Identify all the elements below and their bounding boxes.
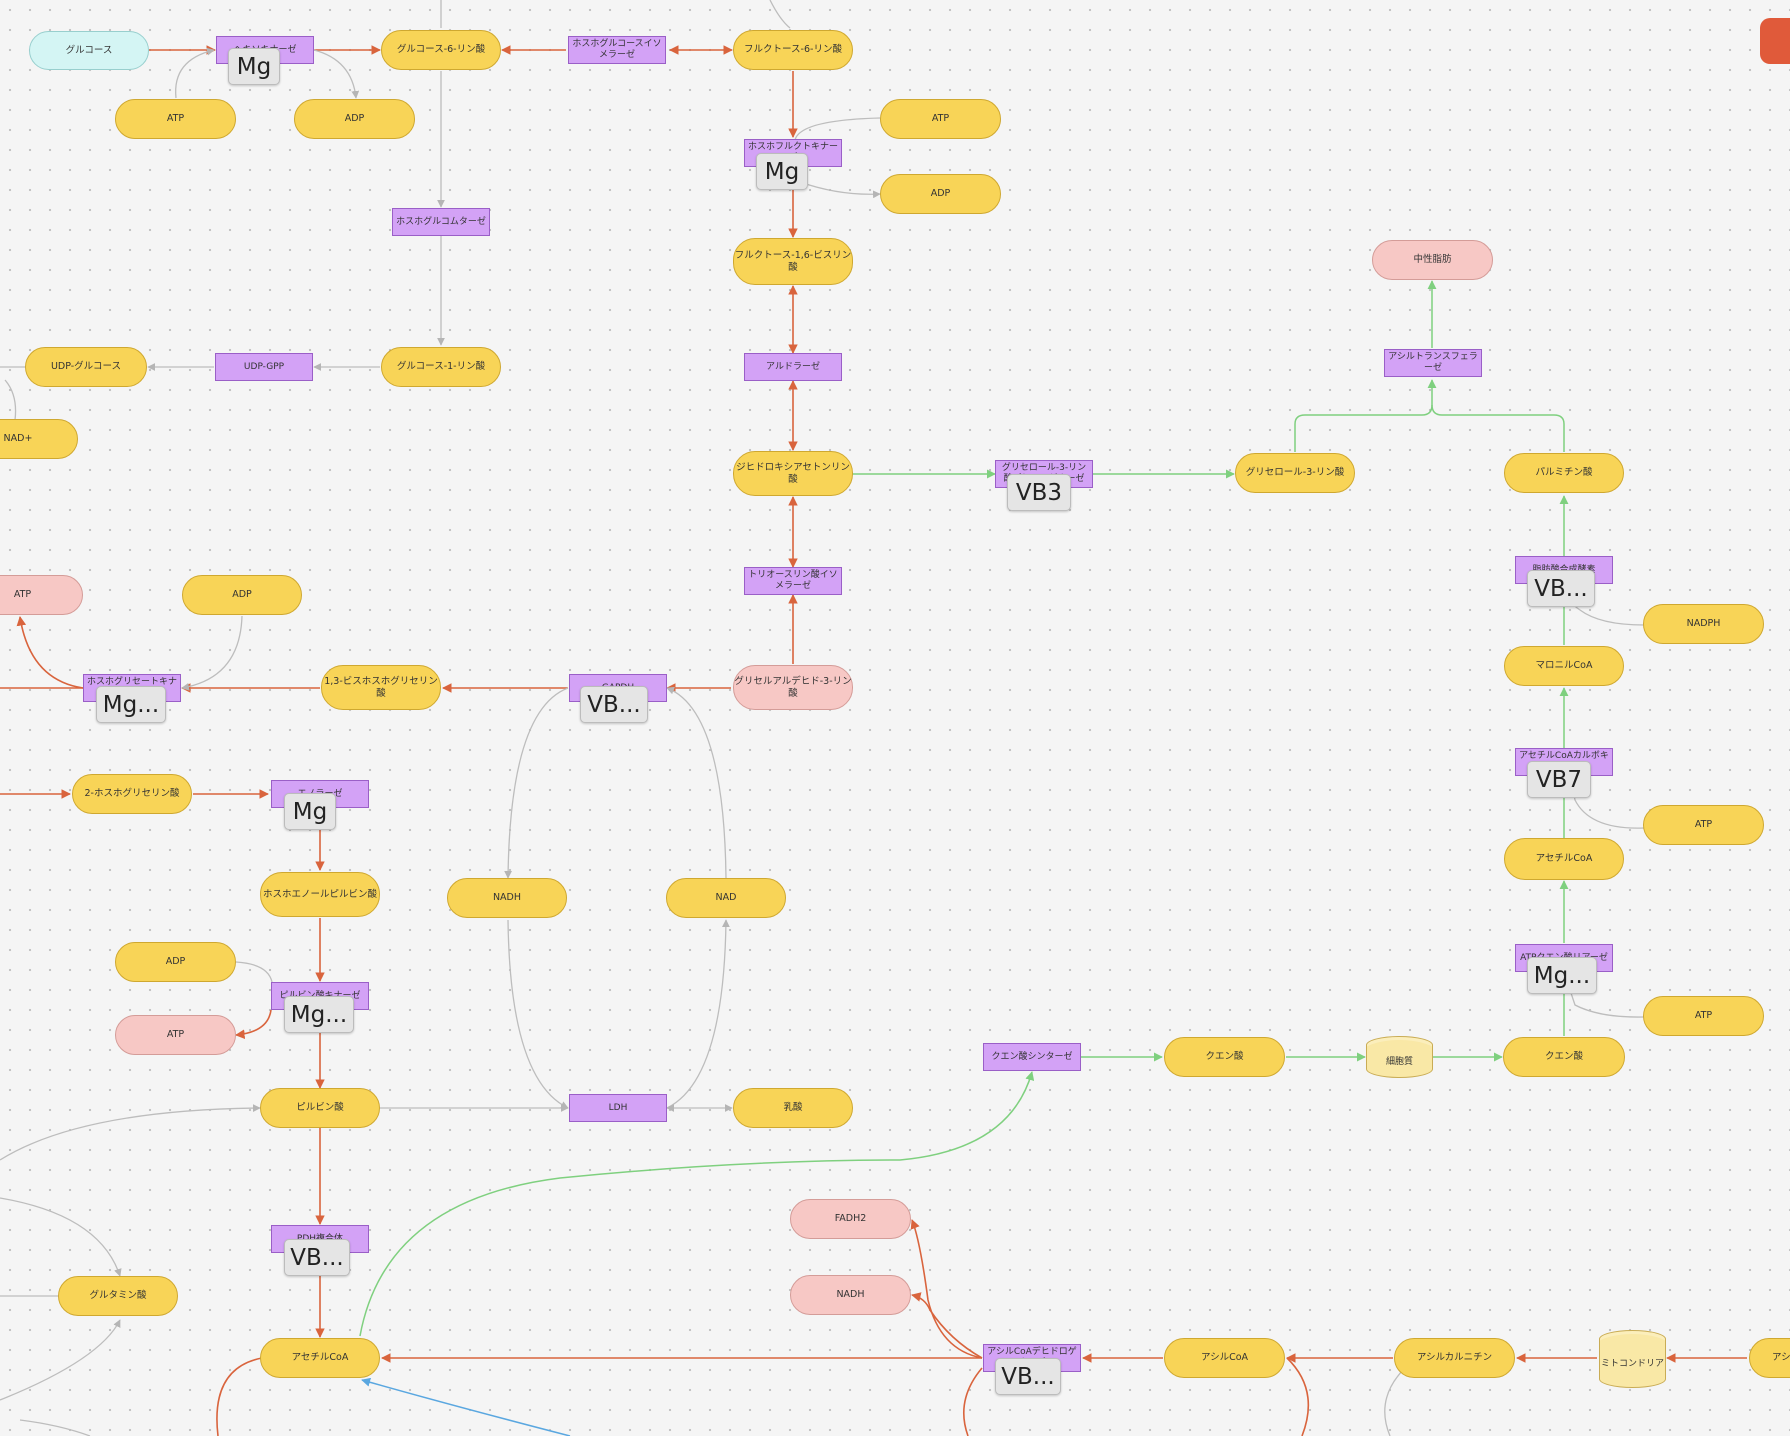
- edge-ldh-nad1: [666, 919, 730, 1109]
- cofactor-badge: Mg: [284, 793, 336, 830]
- node-g6p[interactable]: グルコース-6-リン酸: [381, 30, 501, 70]
- node-accoa-2[interactable]: アセチルCoA: [1504, 838, 1624, 880]
- node-f16bp[interactable]: フルクトース-1,6-ビスリン酸: [733, 238, 853, 285]
- node-udpglc[interactable]: UDP-グルコース: [25, 347, 147, 387]
- node-g1p[interactable]: グルコース-1-リン酸: [381, 347, 501, 387]
- node-adp-2[interactable]: ADP: [880, 174, 1001, 214]
- cofactor-badge: VB...: [1527, 570, 1595, 607]
- node-atp-1[interactable]: ATP: [115, 99, 236, 139]
- node-f6p[interactable]: フルクトース-6-リン酸: [733, 30, 853, 70]
- node-cytosol[interactable]: 細胞質: [1366, 1036, 1433, 1078]
- edge-acylcar-loop: [1384, 1369, 1404, 1436]
- edge-atp2-pfk: [794, 117, 881, 141]
- cofactor-badge: VB3: [1007, 474, 1071, 511]
- node-pgm[interactable]: ホスホグルコムターゼ: [392, 208, 490, 236]
- edge-acad-loop: [962, 1367, 983, 1436]
- edge-accoa-loop: [216, 1357, 263, 1436]
- toolbar-button[interactable]: [1760, 18, 1790, 64]
- node-nadplus[interactable]: NAD+: [0, 419, 78, 459]
- edge-pk-atp: [235, 1009, 272, 1039]
- node-adp-1[interactable]: ADP: [294, 99, 415, 139]
- node-atp-5[interactable]: ATP: [1643, 805, 1764, 845]
- edge-top-f6p: [769, 0, 791, 29]
- cofactor-badge: VB...: [995, 1358, 1061, 1395]
- cofactor-badge: VB7: [1527, 761, 1591, 798]
- node-nadph[interactable]: NADPH: [1643, 604, 1764, 644]
- node-glucose[interactable]: グルコース: [29, 31, 149, 70]
- node-acylcoa[interactable]: アシルCoA: [1164, 1338, 1285, 1378]
- edge-bottom-accoa: [361, 1377, 571, 1436]
- node-lactate[interactable]: 乳酸: [733, 1088, 853, 1128]
- node-gpi[interactable]: ホスホグルコースイソメラーゼ: [568, 36, 666, 64]
- node-palmitate[interactable]: パルミチン酸: [1504, 453, 1624, 493]
- edge-g3p-acyltr: [1294, 379, 1437, 452]
- cofactor-badge: Mg...: [96, 686, 166, 723]
- edge-atp1-hk: [175, 47, 215, 99]
- node-ldh[interactable]: LDH: [569, 1094, 667, 1122]
- node-aldolase[interactable]: アルドラーゼ: [744, 353, 842, 381]
- edge-accoa-cs: [359, 1071, 1035, 1337]
- node-udpgpp[interactable]: UDP-GPP: [215, 353, 313, 381]
- node-gap[interactable]: グリセルアルデヒド-3-リン酸: [733, 665, 853, 710]
- node-nad-1[interactable]: NAD: [666, 878, 786, 918]
- node-nadh-2[interactable]: NADH: [790, 1275, 911, 1315]
- node-dhap[interactable]: ジヒドロキシアセトンリン酸: [733, 451, 853, 496]
- edge-left-pyr: [0, 1104, 261, 1161]
- cofactor-badge: VB...: [580, 686, 648, 723]
- node-tpi[interactable]: トリオースリン酸イソメラーゼ: [744, 567, 842, 595]
- node-tg[interactable]: 中性脂肪: [1372, 240, 1493, 280]
- cofactor-badge: Mg...: [1527, 957, 1597, 994]
- node-malonylcoa[interactable]: マロニルCoA: [1504, 646, 1624, 686]
- node-acyl-edge[interactable]: アシ: [1749, 1338, 1790, 1378]
- node-bpg[interactable]: 1,3-ビスホスホグリセリン酸: [321, 665, 441, 710]
- edge-acad-fadh2: [910, 1219, 983, 1359]
- node-pg2[interactable]: 2-ホスホグリセリン酸: [72, 774, 192, 814]
- cofactor-badge: Mg...: [284, 996, 354, 1033]
- node-citrate-synthase[interactable]: クエン酸シンターゼ: [983, 1043, 1081, 1071]
- node-glutamate[interactable]: グルタミン酸: [58, 1276, 178, 1316]
- node-adp-3[interactable]: ADP: [182, 575, 302, 615]
- edge-acad-nadh: [911, 1292, 983, 1359]
- node-mitochondria[interactable]: ミトコンドリア: [1599, 1330, 1666, 1388]
- edge-hk-adp1: [313, 49, 360, 99]
- edge-pgk-atp: [16, 616, 84, 689]
- edge-bottom-left: [19, 1419, 91, 1436]
- node-pyruvate[interactable]: ピルビン酸: [260, 1088, 380, 1128]
- edge-atp6-acl: [1569, 989, 1645, 1018]
- cofactor-badge: VB...: [284, 1239, 350, 1276]
- cofactor-badge: Mg: [756, 153, 808, 190]
- node-atp-2[interactable]: ATP: [880, 99, 1001, 139]
- edge-adp4-pk: [235, 961, 273, 983]
- edge-pfk-adp2: [799, 181, 881, 199]
- edge-gapdh-nadh1: [504, 687, 569, 879]
- node-acylcarnitine[interactable]: アシルカルニチン: [1394, 1338, 1515, 1378]
- node-atp-4[interactable]: ATP: [115, 1015, 236, 1055]
- edge-acylcoa-loop: [1286, 1357, 1310, 1436]
- node-g3p[interactable]: グリセロール-3-リン酸: [1235, 453, 1355, 493]
- cofactor-badge: Mg: [228, 48, 280, 85]
- node-atp-6[interactable]: ATP: [1643, 996, 1764, 1036]
- node-citrate-1[interactable]: クエン酸: [1164, 1037, 1285, 1077]
- edge-palm-acyltr: [1431, 404, 1565, 452]
- edge-left-nadplus: [4, 379, 17, 421]
- node-fadh2[interactable]: FADH2: [790, 1199, 911, 1239]
- edge-atp5-acc: [1569, 774, 1645, 829]
- node-nadh-1[interactable]: NADH: [447, 878, 567, 918]
- node-atp-3[interactable]: ATP: [0, 575, 83, 615]
- edge-nad1-gapdh: [666, 686, 727, 879]
- node-adp-4[interactable]: ADP: [115, 942, 236, 982]
- edge-nadh1-ldh: [507, 919, 569, 1109]
- edge-left-gln: [0, 1197, 122, 1277]
- edge-adp3-pgk: [181, 615, 243, 691]
- node-citrate-2[interactable]: クエン酸: [1503, 1037, 1625, 1077]
- node-acyltr[interactable]: アシルトランスフェラーゼ: [1384, 349, 1482, 377]
- edge-left-gln3: [0, 1319, 121, 1401]
- node-pep[interactable]: ホスホエノールピルビン酸: [260, 872, 380, 917]
- node-acetylcoa[interactable]: アセチルCoA: [260, 1338, 380, 1378]
